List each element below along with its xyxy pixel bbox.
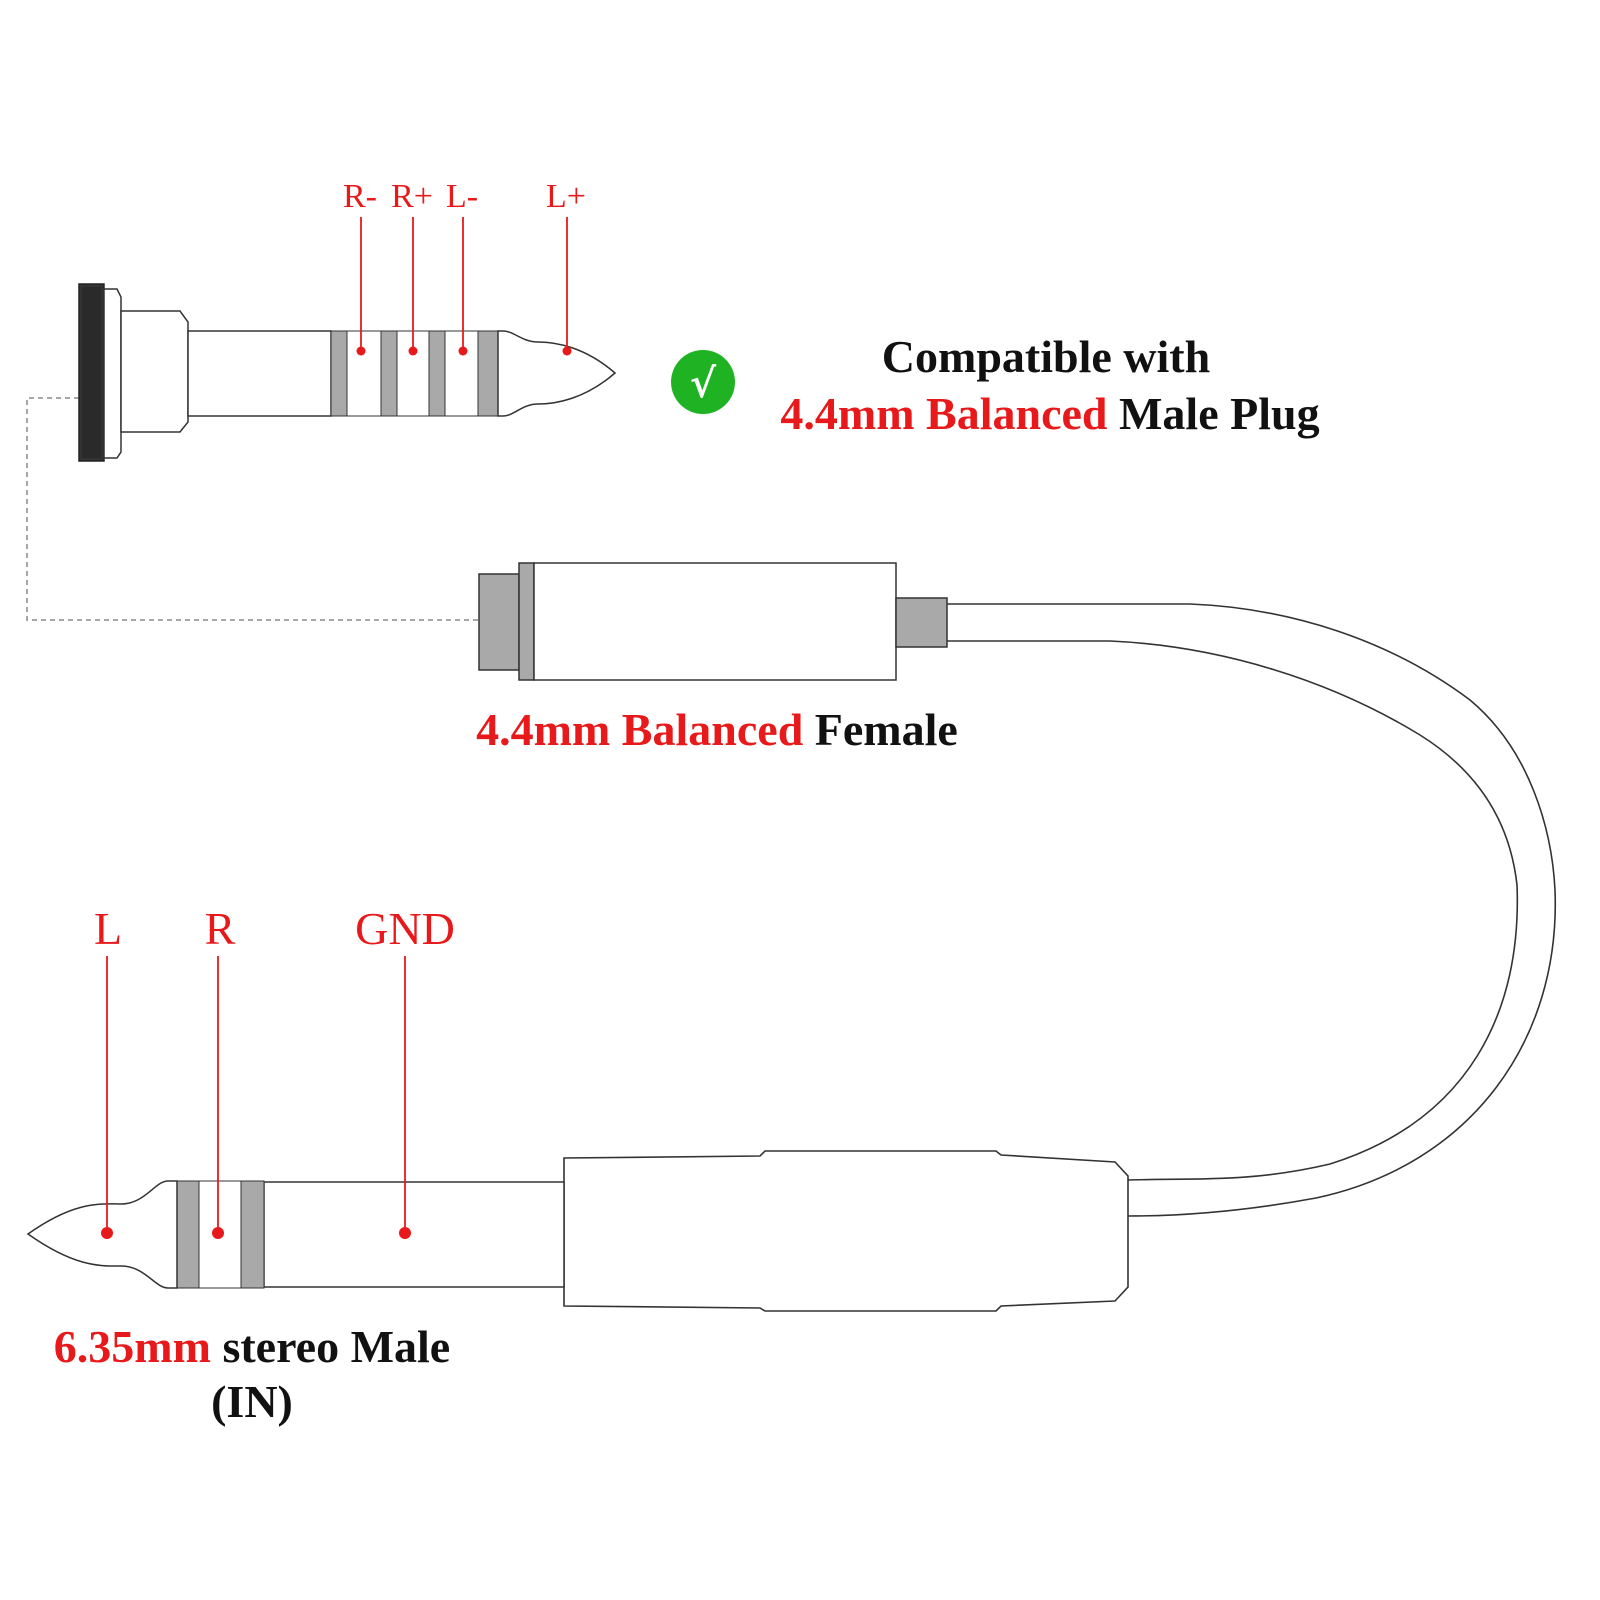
compat-line-2-red: 4.4mm Balanced (780, 388, 1108, 439)
female-label-black: Female (815, 704, 958, 755)
svg-text:√: √ (690, 360, 717, 407)
plug-hub (103, 288, 122, 459)
plug-sleeve (263, 1181, 565, 1288)
plug-tip (497, 330, 617, 417)
plug-step (120, 310, 189, 433)
balanced-female-connector (478, 562, 948, 681)
check-circle-icon: √ (671, 350, 735, 414)
stereo-male-label-black: stereo Male (222, 1321, 450, 1372)
stereo-male-label: 6.35mm stereo Male (54, 1321, 450, 1372)
bottom-pin-labels: L R GND (94, 903, 455, 1239)
plug-body (563, 1150, 1129, 1312)
female-label: 4.4mm Balanced Female (476, 704, 958, 755)
stereo-male-label-red: 6.35mm (54, 1321, 211, 1372)
female-label-red: 4.4mm Balanced (476, 704, 804, 755)
pin-label-l-plus: L+ (546, 178, 586, 215)
compat-line-2: 4.4mm Balanced Male Plug (780, 388, 1319, 439)
compat-line-1: Compatible with (882, 331, 1210, 382)
stereo-male-plug (26, 1150, 1129, 1312)
pin-label-l: L (94, 903, 122, 954)
stereo-male-label-in: (IN) (211, 1376, 293, 1427)
pin-label-r-plus: R+ (391, 178, 433, 215)
balanced-male-plug (78, 283, 617, 462)
pin-label-gnd: GND (355, 903, 455, 954)
pin-label-l-minus: L- (446, 178, 478, 215)
pin-label-r-minus: R- (343, 178, 377, 215)
pin-label-r: R (205, 903, 236, 954)
compat-line-2-black: Male Plug (1119, 388, 1320, 439)
dashed-connector (26, 397, 480, 621)
cable (947, 603, 1557, 1217)
plug-shaft (187, 330, 332, 417)
top-pin-labels: R- R+ L- L+ (343, 178, 586, 356)
